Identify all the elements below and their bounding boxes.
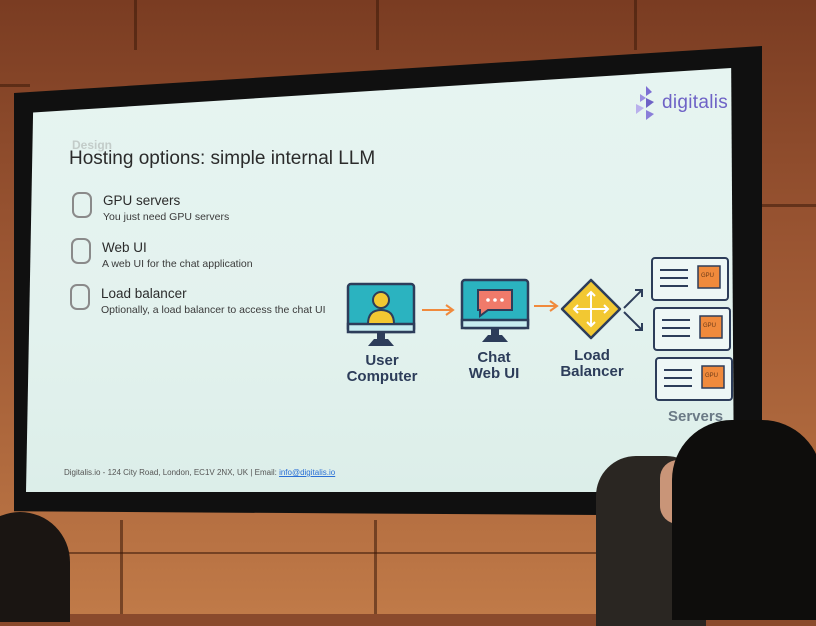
user-computer-label: User Computer <box>334 353 430 385</box>
lb-label-line1: Load <box>574 347 610 364</box>
logo-text: digitalis <box>662 92 729 113</box>
option-title-gpu: GPU servers <box>103 193 181 208</box>
wall-panel-seam <box>374 520 377 614</box>
audience-member-left <box>0 512 70 622</box>
digitalis-logo: digitalis <box>634 86 728 120</box>
option-title-webui: Web UI <box>102 240 147 255</box>
chat-label-line2: Web UI <box>468 365 520 382</box>
presentation-slide: digitalis Design Hosting options: simple… <box>26 68 734 492</box>
option-desc-lb: Optionally, a load balancer to access th… <box>101 304 326 316</box>
option-box-gpu <box>72 192 92 218</box>
gpu-chip-label: GPU <box>701 273 715 279</box>
section-label: Design <box>72 138 113 152</box>
load-balancer-icon <box>560 278 622 340</box>
wall-panel-seam <box>134 0 137 50</box>
arrow-right-icon <box>534 300 559 312</box>
wall-panel-seam <box>634 0 637 50</box>
option-box-webui <box>71 238 91 264</box>
slide-title: Hosting options: simple internal LLM <box>69 148 376 169</box>
wall-panel-seam <box>376 0 379 50</box>
chat-label-line1: Chat <box>477 349 511 366</box>
option-title-lb: Load balancer <box>101 286 187 301</box>
chat-monitor-icon <box>460 278 530 342</box>
logo-icon <box>636 86 654 120</box>
gpu-server-icon <box>653 307 731 351</box>
gpu-server-icon <box>651 257 729 301</box>
wall-panel-seam <box>760 204 816 207</box>
option-desc-webui: A web UI for the chat application <box>102 258 253 270</box>
wall-panel-seam <box>0 552 816 554</box>
lb-label-line2: Balancer <box>560 363 624 380</box>
option-box-lb <box>70 284 90 310</box>
audience-member-foreground <box>672 420 816 620</box>
gpu-server-icon <box>655 357 733 401</box>
slide-footer: Digitalis.io - 124 City Road, London, EC… <box>64 468 335 477</box>
wall-panel-seam <box>0 84 30 87</box>
chat-web-ui-label: Chat Web UI <box>446 350 542 382</box>
gpu-chip-label: GPU <box>703 323 717 329</box>
arrow-right-icon <box>422 304 455 316</box>
option-desc-gpu: You just need GPU servers <box>103 211 230 223</box>
user-computer-icon <box>346 282 416 346</box>
gpu-chip-label: GPU <box>705 373 719 379</box>
servers-label: Servers <box>668 408 724 425</box>
user-label-line1: User <box>365 352 399 369</box>
footer-text: Digitalis.io - 124 City Road, London, EC… <box>64 468 280 477</box>
wall-panel-seam <box>120 520 123 614</box>
load-balancer-label: Load Balancer <box>544 348 640 380</box>
user-label-line2: Computer <box>346 368 418 385</box>
fanout-arrows-icon <box>623 289 643 331</box>
footer-email-link[interactable]: info@digitalis.io <box>279 468 336 477</box>
